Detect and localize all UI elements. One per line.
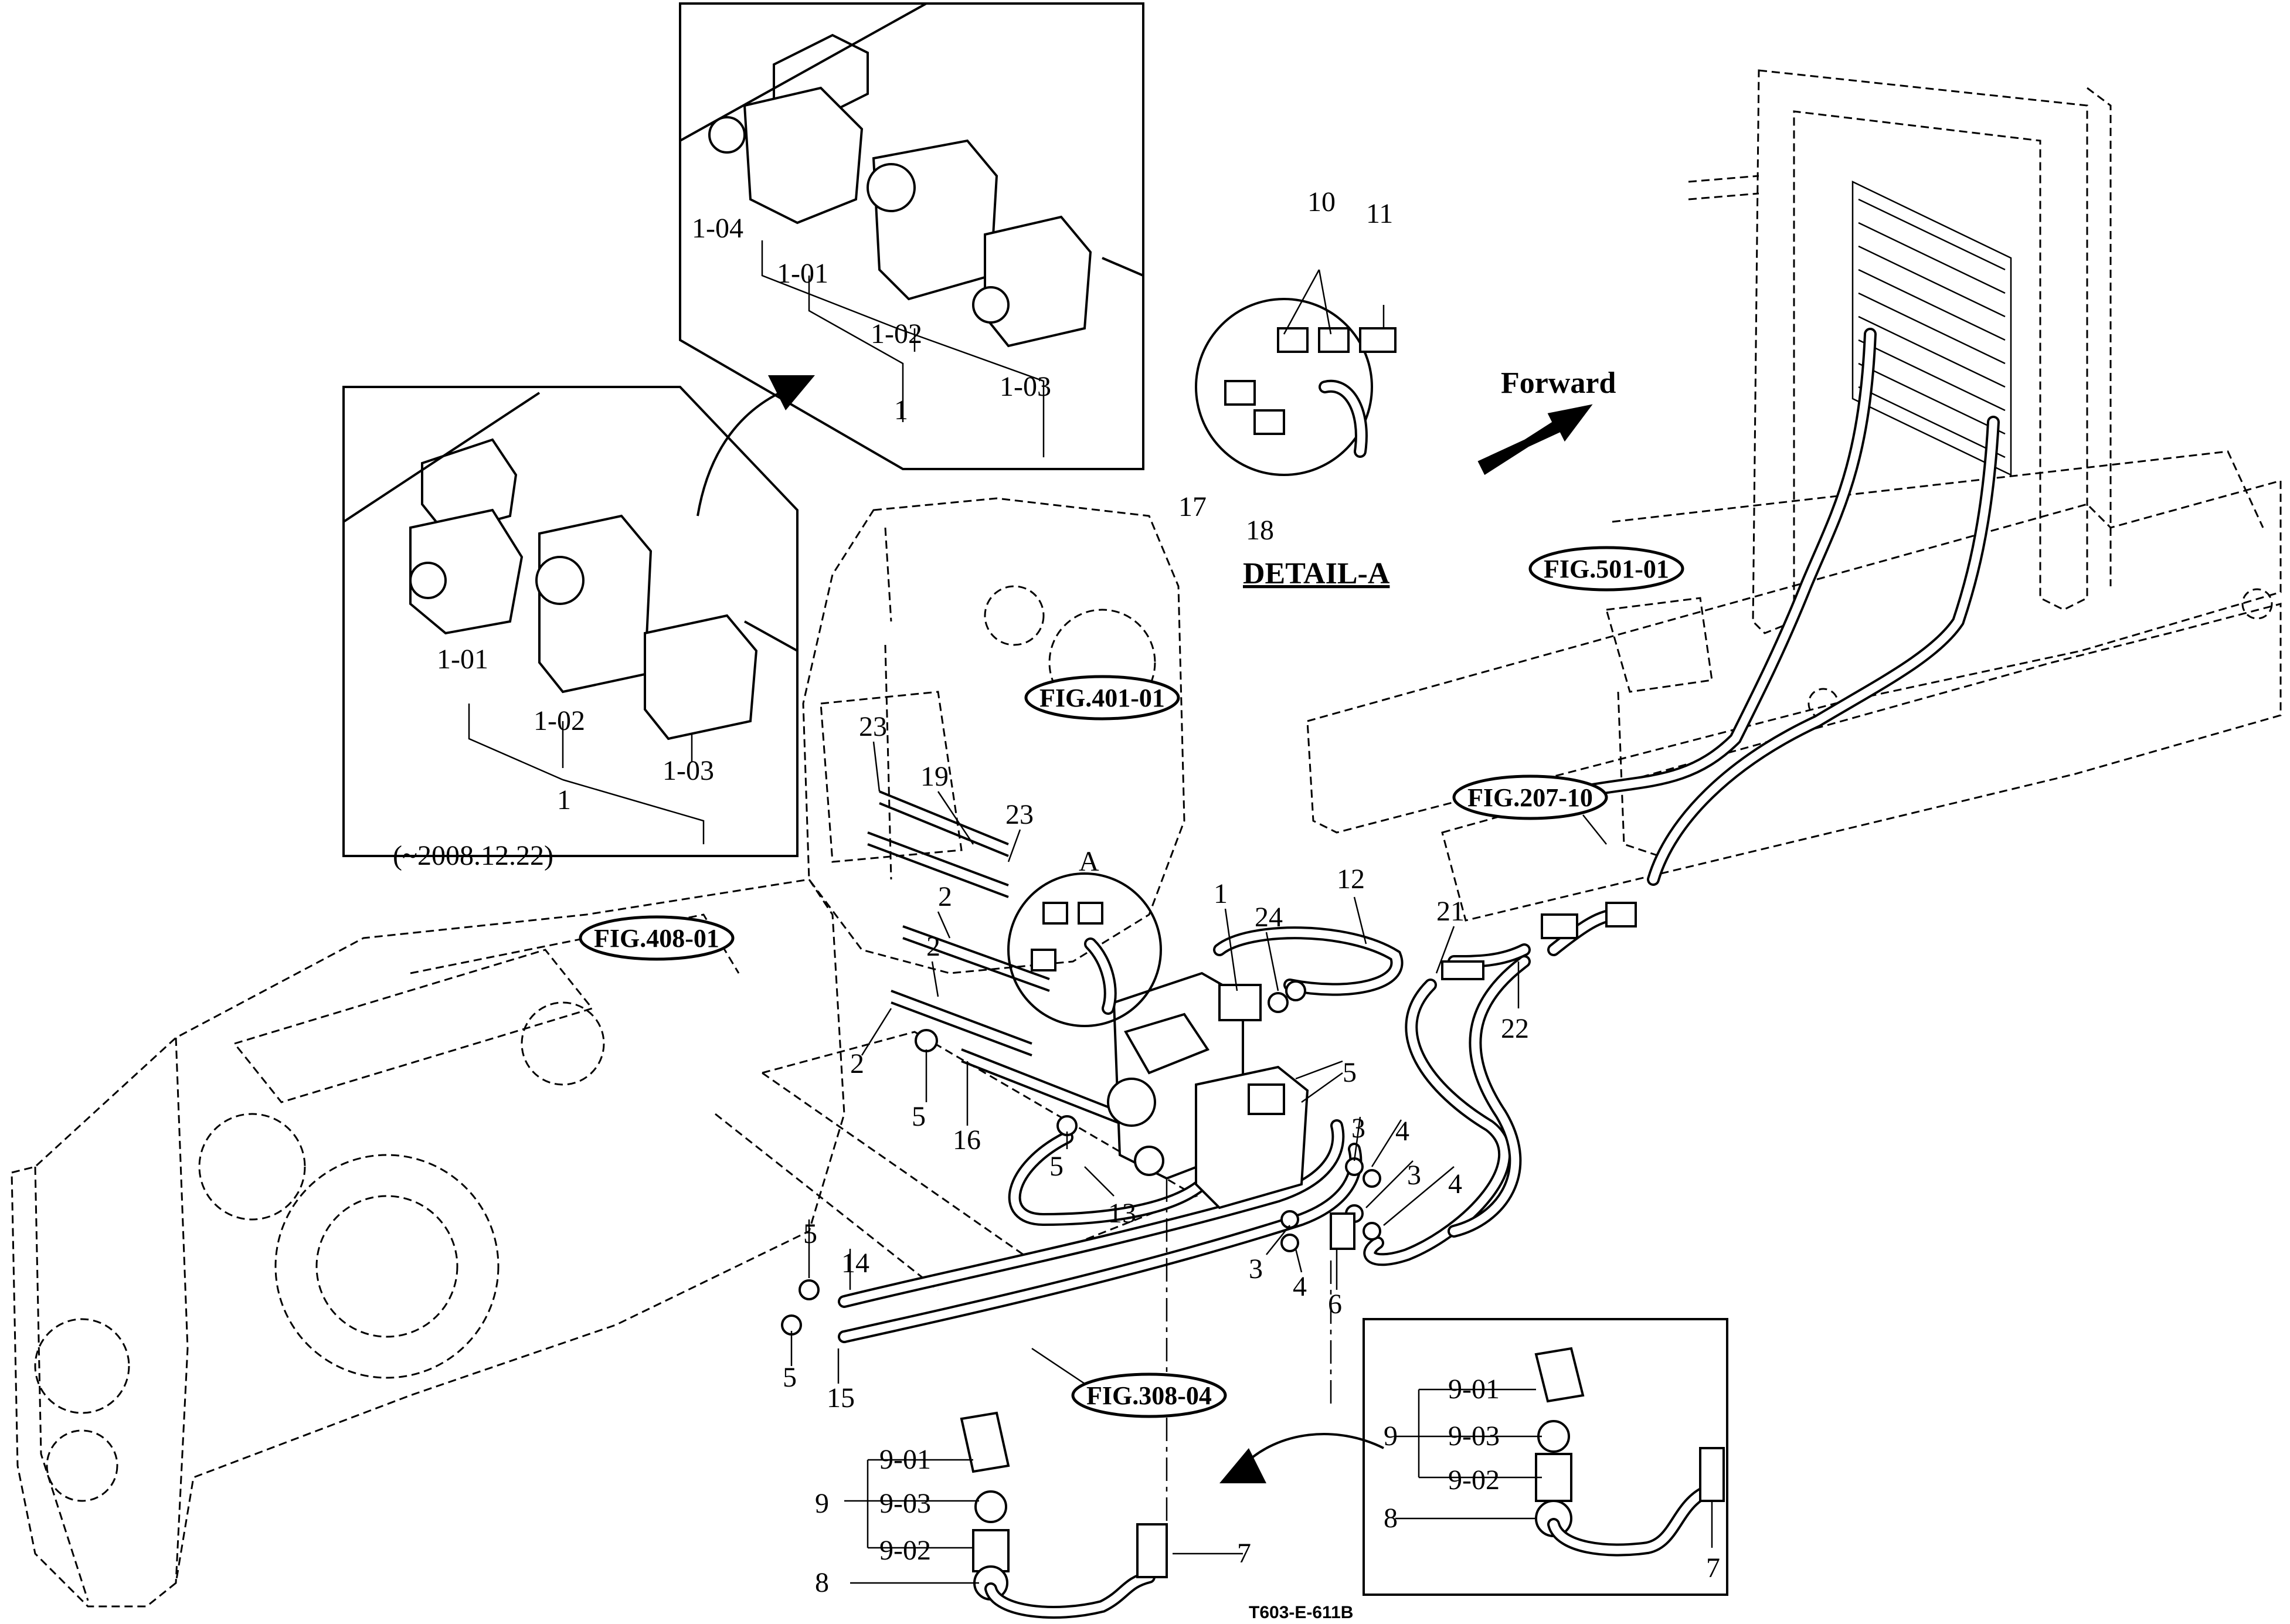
fig-ref-401-01[interactable]: FIG.401-01 [1024, 675, 1180, 721]
label-10: 10 [1307, 186, 1336, 218]
main-hoses [838, 908, 1625, 1343]
date-note: (~2008.12.22) [393, 840, 553, 871]
label-23: 23 [1005, 799, 1034, 830]
label-22: 22 [1501, 1013, 1529, 1044]
fig-ref-501-01-text: FIG.501-01 [1544, 555, 1669, 583]
label-1: 1 [894, 395, 908, 426]
label-9: 9 [815, 1488, 829, 1519]
rods [867, 790, 1126, 1127]
fittings [781, 902, 1637, 1336]
label-5: 5 [1049, 1151, 1064, 1182]
label-4: 4 [1395, 1116, 1409, 1147]
label-1-03: 1-03 [1000, 371, 1051, 402]
label-5: 5 [912, 1101, 926, 1132]
detail-a-callout [1007, 872, 1162, 1027]
label-18: 18 [1246, 515, 1274, 546]
label-3: 3 [1249, 1253, 1263, 1285]
label-9-01: 9-01 [1448, 1374, 1500, 1405]
forward-label: Forward [1501, 366, 1616, 400]
inset-arrow-up [696, 375, 815, 517]
drawing-code: T603-E-611B [1249, 1603, 1353, 1622]
label-17: 17 [1178, 491, 1207, 522]
label-11: 11 [1366, 198, 1393, 229]
label-2: 2 [850, 1048, 864, 1079]
inset-arrow-left [1219, 1433, 1384, 1483]
detail-a-view [1195, 269, 1397, 476]
label-4: 4 [1293, 1271, 1307, 1302]
label-9-03: 9-03 [1448, 1421, 1500, 1452]
label-5: 5 [1343, 1057, 1357, 1088]
label-14: 14 [841, 1248, 869, 1279]
fig-ref-408-01[interactable]: FIG.408-01 [579, 915, 735, 961]
label-1-03: 1-03 [662, 755, 714, 786]
label-16: 16 [953, 1124, 981, 1156]
fig-ref-401-01-text: FIG.401-01 [1039, 684, 1165, 712]
label-8: 8 [1384, 1503, 1398, 1534]
inset-fitting-alt [1363, 1318, 1728, 1596]
label-A: A [1079, 846, 1099, 877]
label-1-01: 1-01 [437, 644, 488, 675]
fig-ref-408-01-text: FIG.408-01 [594, 924, 719, 953]
fig-ref-501-01[interactable]: FIG.501-01 [1528, 546, 1684, 592]
label-8: 8 [815, 1567, 829, 1598]
control-valve-assembly [1107, 971, 1309, 1209]
label-9: 9 [1384, 1421, 1398, 1452]
fig-ref-207-10-text: FIG.207-10 [1467, 783, 1593, 812]
fig-ref-207-10[interactable]: FIG.207-10 [1452, 774, 1608, 845]
label-1-02: 1-02 [871, 318, 922, 349]
cooler-hoses [1577, 328, 2000, 886]
fig-ref-308-04[interactable]: FIG.308-04 [1031, 1347, 1227, 1418]
label-15: 15 [827, 1382, 855, 1414]
label-12: 12 [1337, 864, 1365, 895]
label-24: 24 [1255, 902, 1283, 933]
label-9-03: 9-03 [879, 1488, 931, 1519]
label-6: 6 [1328, 1289, 1342, 1320]
label-21: 21 [1436, 896, 1465, 927]
radiator-frame-outline [1688, 69, 2112, 634]
detail-a-title: DETAIL-A [1243, 557, 1390, 590]
label-1-01: 1-01 [777, 258, 828, 289]
label-1-04: 1-04 [692, 213, 743, 244]
fig-ref-308-04-text: FIG.308-04 [1086, 1381, 1212, 1410]
label-5: 5 [783, 1362, 797, 1393]
label-7: 7 [1706, 1552, 1720, 1584]
leader-lines [790, 741, 1520, 1384]
label-19: 19 [920, 761, 949, 792]
label-9-01: 9-01 [879, 1444, 931, 1475]
label-13: 13 [1108, 1198, 1136, 1229]
label-9-02: 9-02 [1448, 1465, 1500, 1496]
label-1: 1 [557, 784, 571, 816]
alignment-lines [1166, 1178, 1332, 1524]
forward-arrow-icon [1477, 404, 1593, 475]
inset-fitting-main [844, 1411, 1243, 1619]
label-2: 2 [926, 931, 940, 962]
label-5: 5 [803, 1218, 817, 1249]
label-4: 4 [1448, 1168, 1462, 1200]
transmission-housing-outline [11, 878, 1198, 1608]
label-23: 23 [859, 711, 887, 742]
inset-valve-new [679, 2, 1144, 470]
label-1-main: 1 [1214, 878, 1228, 909]
label-9-02: 9-02 [879, 1535, 931, 1566]
part-labels: 1-04 1-01 1-02 1 1-03 1-01 1-02 1 1-03 (… [393, 186, 1720, 1622]
label-2: 2 [938, 881, 952, 912]
label-1-02: 1-02 [534, 705, 585, 736]
label-7: 7 [1237, 1538, 1251, 1569]
inset-valve-old [342, 386, 799, 857]
